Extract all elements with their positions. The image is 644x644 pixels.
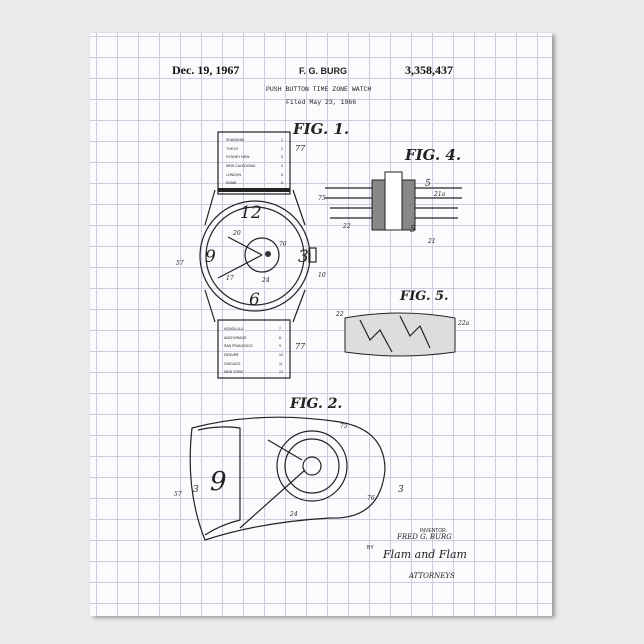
inventor-name: FRED G. BURG	[396, 533, 452, 541]
ref-3: 3	[398, 485, 404, 495]
patent-poster: Dec. 19, 1967 F. G. BURG 3,358,437 PUSH …	[90, 33, 552, 616]
ref-21: 21	[427, 238, 436, 245]
zone-number: 12	[279, 370, 283, 374]
zone-number: 6	[281, 181, 283, 185]
ref-57: 57	[174, 491, 182, 498]
dial-3: 3	[298, 247, 309, 267]
city-label: DENVER	[224, 353, 239, 357]
city-label: SAN FRANCISCO	[224, 344, 253, 348]
zone-number: 10	[279, 353, 283, 357]
fig4-section: FIG. 4. 5 5 21 21a 22 75	[318, 146, 462, 245]
ref-10: 10	[318, 272, 326, 279]
zone-number: 1	[281, 138, 283, 142]
city-label: SYDNEY NEW	[226, 155, 250, 159]
fig5-label: FIG. 5.	[399, 289, 449, 304]
zone-number: 3	[281, 155, 283, 159]
city-label: ANCHORAGE	[224, 336, 247, 340]
ref-75: 75	[318, 195, 326, 202]
ref-20: 20	[232, 230, 241, 237]
zone-number: 9	[279, 344, 281, 348]
patent-drawing: Dec. 19, 1967 F. G. BURG 3,358,437 PUSH …	[90, 33, 552, 616]
city-label: SHANGHAI	[226, 138, 244, 142]
dial-9: 9	[205, 247, 216, 267]
filed-date: Filed May 23, 1966	[286, 99, 356, 106]
city-label: NEW CALEDONIA	[226, 164, 256, 168]
ref-22: 22	[335, 311, 344, 318]
city-label: CHICAGO	[224, 362, 241, 366]
zone-number: 8	[279, 336, 281, 340]
dial-6: 6	[249, 290, 260, 310]
dial-12: 12	[240, 203, 262, 223]
by-label: BY	[367, 545, 374, 551]
ref-21a: 21a	[433, 191, 446, 198]
ref-22: 22	[342, 223, 351, 230]
zone-number: 4	[281, 164, 283, 168]
fig1-watch: FIG. 1. SHANGHAI TOKYO SYDNEY NEW NEW CA…	[176, 120, 349, 378]
attorneys-signature: Flam and Flam	[382, 548, 467, 561]
fig5-section: FIG. 5. 22a 22	[335, 289, 470, 356]
signature-block: INVENTOR. FRED G. BURG BY Flam and Flam …	[367, 528, 467, 580]
ref-76: 76	[367, 495, 375, 502]
patent-number: 3,358,437	[405, 63, 453, 77]
ref-77: 77	[295, 144, 306, 153]
ref-24: 24	[261, 277, 270, 284]
ref-17: 17	[226, 275, 234, 282]
fig2-label: FIG. 2.	[289, 396, 342, 412]
city-label: NEW YORK	[224, 370, 244, 374]
ref-76: 76	[279, 241, 287, 248]
city-label: ROME	[226, 181, 237, 185]
zone-number: 5	[281, 173, 283, 177]
attorneys-label: ATTORNEYS	[408, 572, 455, 580]
zone-number: 7	[279, 327, 281, 331]
patent-date: Dec. 19, 1967	[172, 63, 239, 77]
ref-57: 57	[176, 260, 184, 267]
ref-24: 24	[289, 511, 298, 518]
patent-title: PUSH BUTTON TIME ZONE WATCH	[266, 86, 371, 93]
fig4-label: FIG. 4.	[404, 146, 461, 164]
ref-75: 75	[340, 423, 348, 430]
ref-5: 5	[410, 225, 416, 235]
zone-number: 11	[279, 362, 283, 366]
fig1-label: FIG. 1.	[292, 120, 349, 138]
city-label: HONOLULU	[224, 327, 244, 331]
fig2-dial-9: 9	[210, 467, 227, 497]
ref-3: 3	[193, 485, 199, 495]
ref-22a: 22a	[457, 320, 470, 327]
zone-number: 2	[281, 147, 283, 151]
city-label: TOKYO	[226, 147, 238, 151]
city-label: LONDON	[226, 173, 241, 177]
fig2-section: FIG. 2. 9 3 3 57 75 76 24	[174, 396, 404, 540]
ref-77: 77	[295, 342, 306, 351]
inventor-header: F. G. BURG	[299, 66, 347, 76]
ref-5: 5	[425, 179, 431, 189]
